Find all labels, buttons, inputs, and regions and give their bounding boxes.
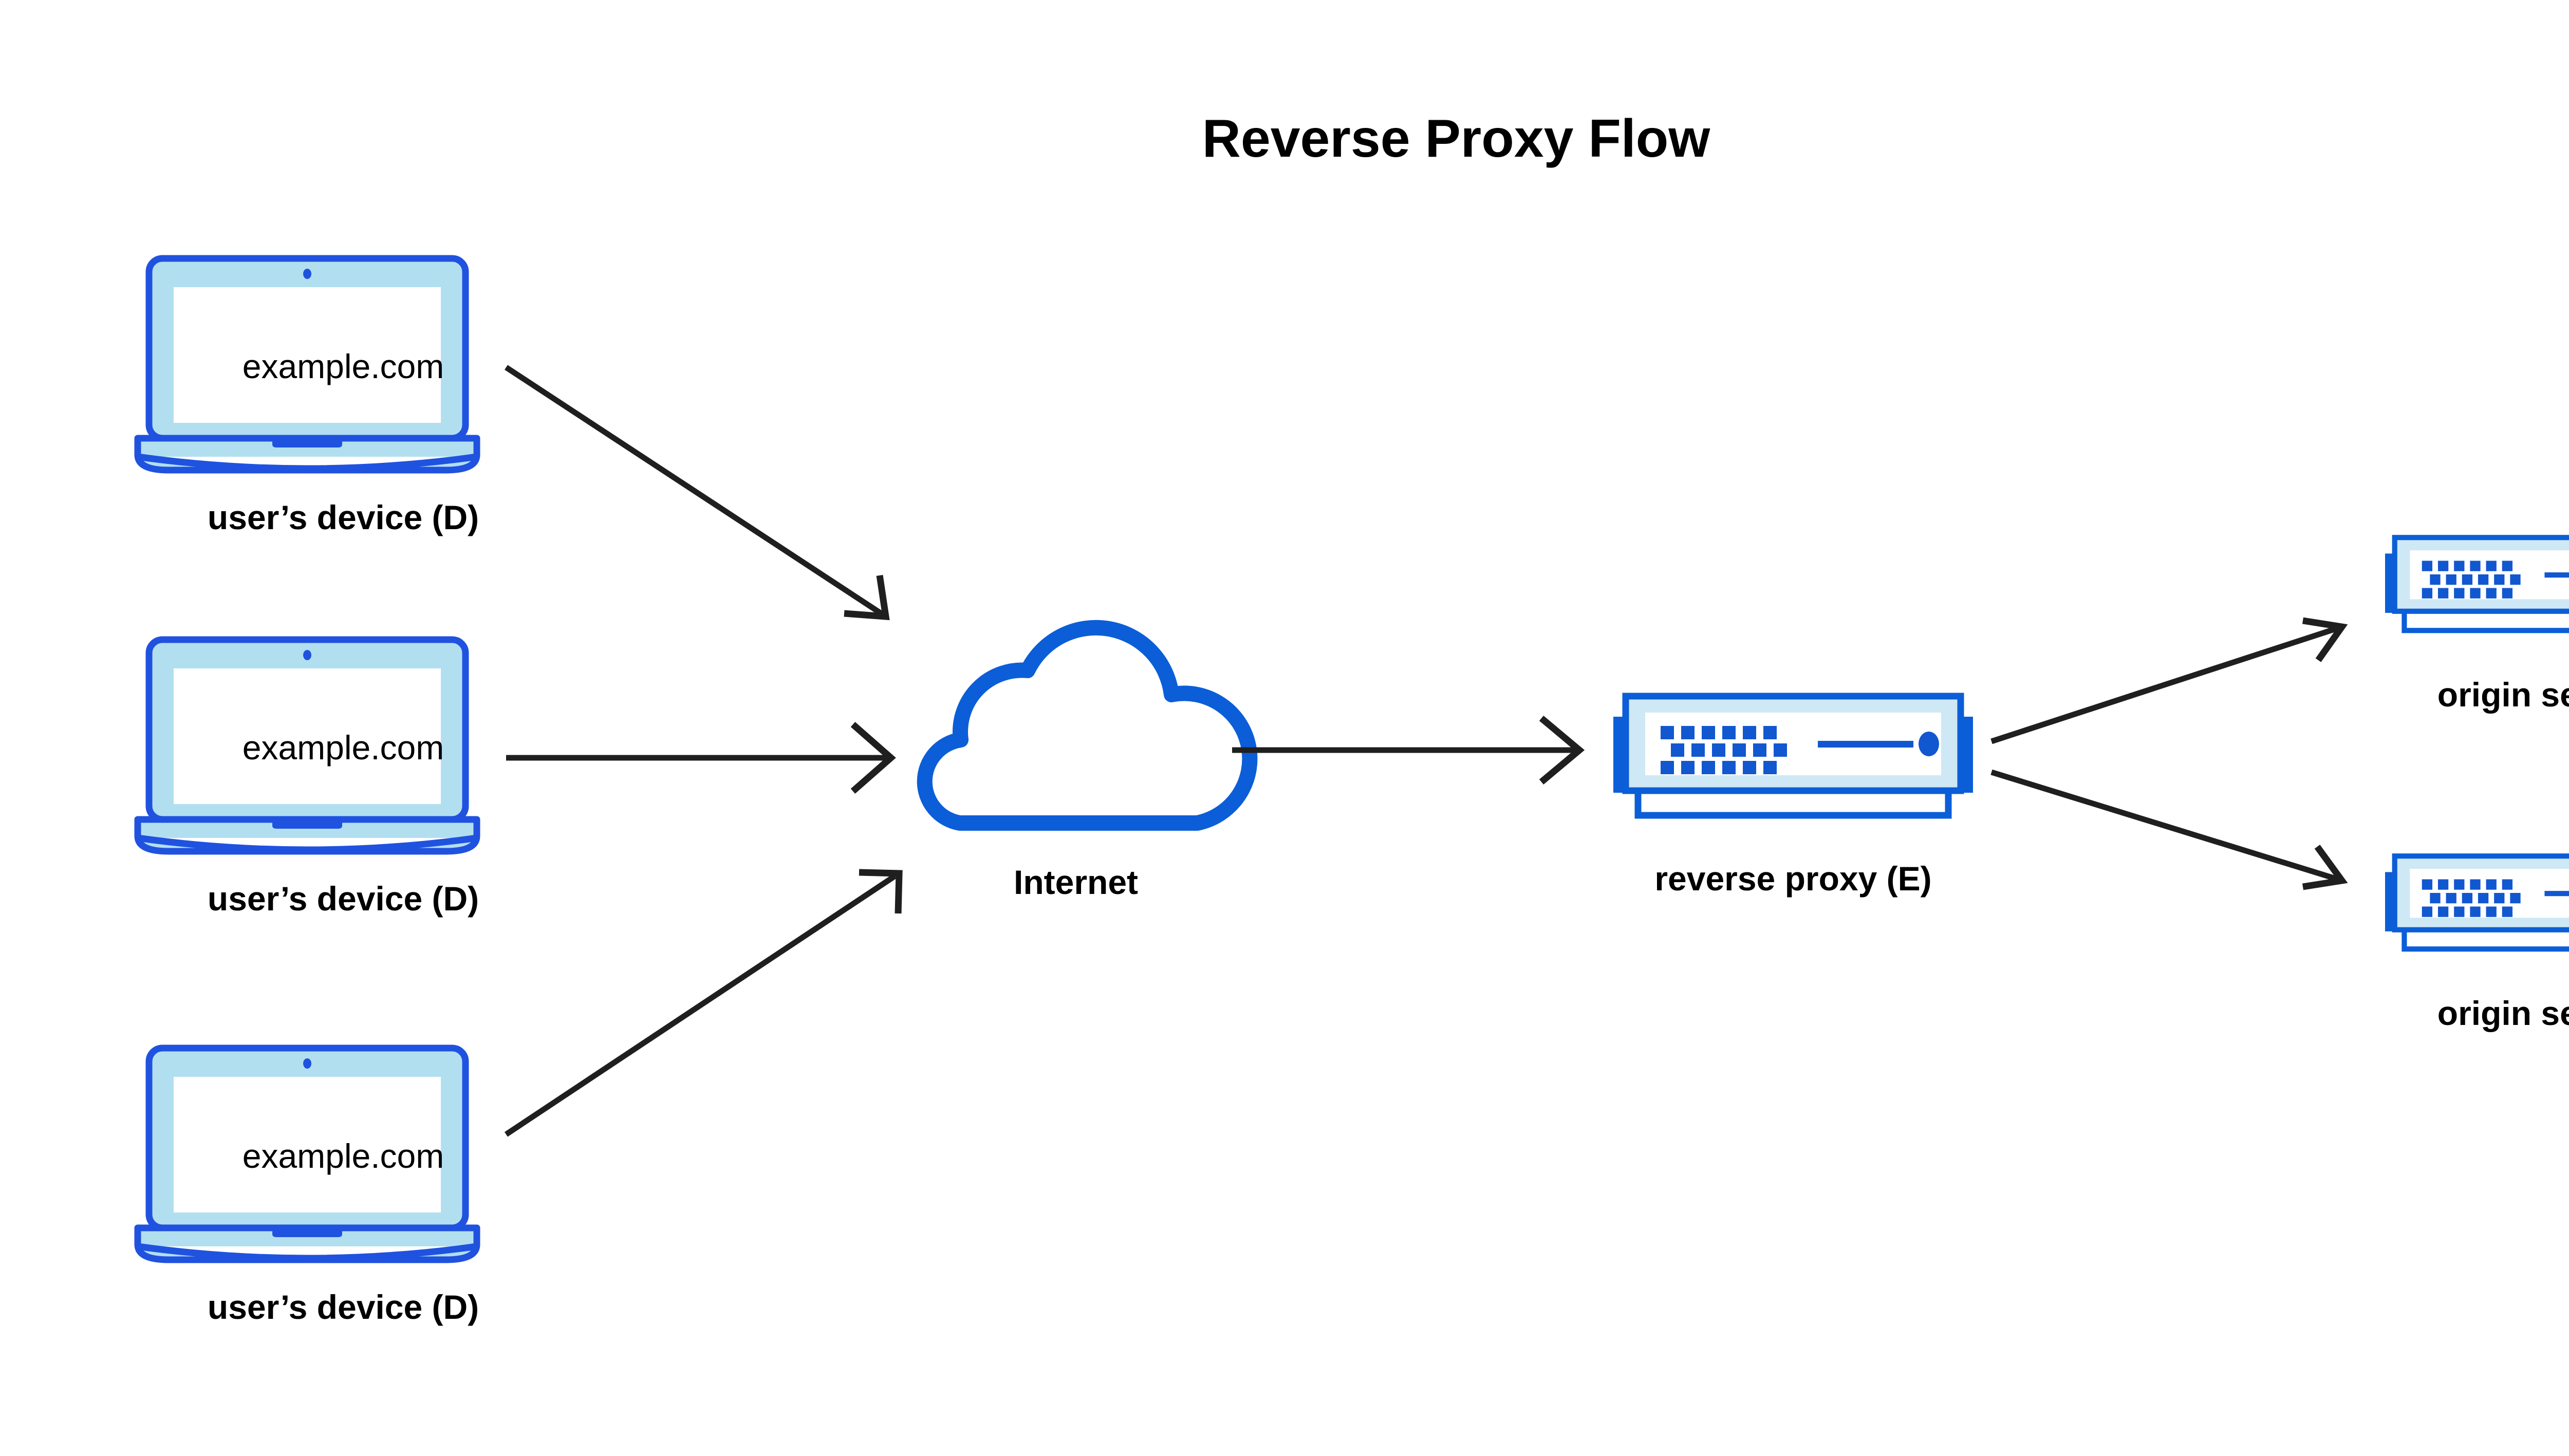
device-label-middle: user’s device (D) <box>208 880 479 918</box>
node-users-device-middle[interactable]: example.com user’s device (D) <box>138 640 479 918</box>
edge-device-middle-to-cloud <box>506 722 896 794</box>
edge-device-top-to-cloud <box>504 365 890 621</box>
device-screen-url-middle: example.com <box>243 729 444 767</box>
node-origin-server-top[interactable]: origin server (F) <box>2385 537 2569 714</box>
server-icon <box>2385 856 2569 949</box>
edge-reverse-proxy-to-origin-top <box>1990 617 2348 744</box>
node-users-device-bottom[interactable]: example.com user’s device (D) <box>138 1048 479 1326</box>
server-icon <box>1613 696 1973 815</box>
cloud-icon <box>917 620 1258 831</box>
node-users-device-top[interactable]: example.com user’s device (D) <box>138 258 479 536</box>
device-screen-url-top: example.com <box>243 347 444 385</box>
device-label-top: user’s device (D) <box>208 498 479 536</box>
origin-server-label-bottom: origin server (F) <box>2437 994 2569 1032</box>
server-icon <box>2385 537 2569 630</box>
node-reverse-proxy[interactable]: reverse proxy (E) <box>1613 696 1973 898</box>
edge-device-bottom-to-cloud <box>504 869 903 1137</box>
cloud-label: Internet <box>1014 863 1138 901</box>
page-title: Reverse Proxy Flow <box>1202 109 1711 169</box>
edge-cloud-to-reverse-proxy <box>1232 716 1585 785</box>
node-internet-cloud[interactable]: Internet <box>917 620 1258 901</box>
origin-server-label-top: origin server (F) <box>2437 676 2569 714</box>
device-label-bottom: user’s device (D) <box>208 1288 479 1326</box>
device-screen-url-bottom: example.com <box>243 1137 444 1175</box>
reverse-proxy-label: reverse proxy (E) <box>1654 860 1931 898</box>
edge-reverse-proxy-to-origin-bottom <box>1990 769 2348 890</box>
node-origin-server-bottom[interactable]: origin server (F) <box>2385 856 2569 1032</box>
